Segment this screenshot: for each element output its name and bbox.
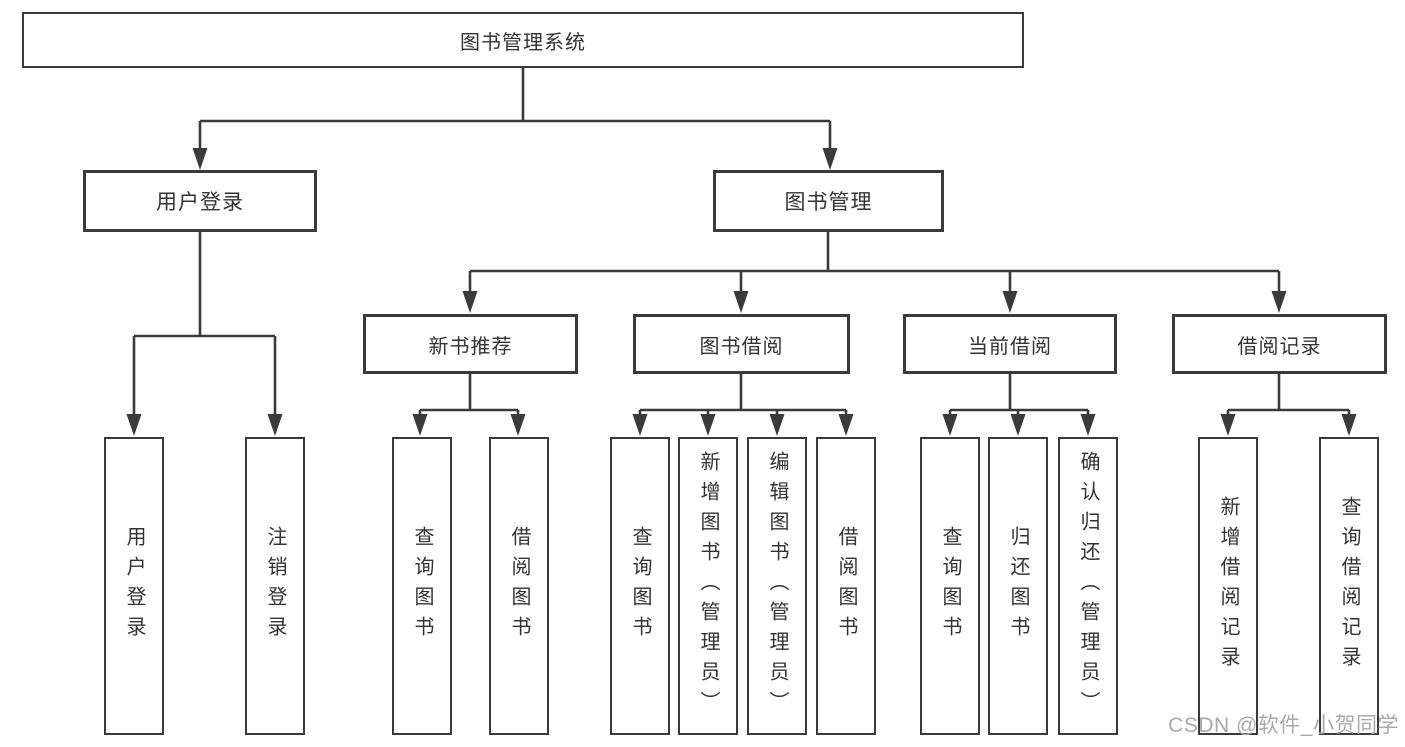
arrowhead	[1010, 414, 1026, 436]
leaf-current-confirm-return-admin: 确认归还（管理员）	[1058, 437, 1118, 735]
connector-new-book	[418, 374, 520, 416]
leaf-label: 归还图书	[1007, 526, 1029, 646]
arrowhead	[838, 414, 854, 436]
leaf-borrow-edit-books-admin: 编辑图书（管理员）	[747, 437, 807, 735]
arrowhead	[1341, 414, 1357, 436]
connector-root	[198, 68, 832, 150]
leaf-label: 新增图书（管理员）	[697, 451, 719, 721]
leaf-user-login: 用户登录	[104, 437, 164, 735]
leaf-current-return-books: 归还图书	[988, 437, 1048, 735]
arrowhead	[733, 291, 749, 313]
leaf-borrow-add-books-admin: 新增图书（管理员）	[678, 437, 738, 735]
leaf-label: 查询图书	[939, 526, 961, 646]
node-book-management: 图书管理	[713, 170, 944, 232]
arrowhead	[700, 414, 716, 436]
node-book-borrow: 图书借阅	[633, 314, 850, 374]
arrowhead	[267, 414, 283, 436]
arrowhead	[126, 414, 142, 436]
leaf-label: 查询图书	[411, 526, 433, 646]
leaf-label: 新增借阅记录	[1217, 496, 1239, 676]
leaf-borrow-borrow-books: 借阅图书	[816, 437, 876, 735]
csdn-watermark: CSDN @软件_小贺同学	[1168, 714, 1399, 737]
leaf-current-query-books: 查询图书	[920, 437, 980, 735]
node-current-borrow: 当前借阅	[903, 314, 1117, 374]
node-library-system: 图书管理系统	[22, 12, 1024, 68]
arrowhead	[462, 291, 478, 313]
arrowhead	[1271, 291, 1287, 313]
leaf-label: 确认归还（管理员）	[1077, 451, 1099, 721]
arrowhead	[510, 414, 526, 436]
arrowhead	[769, 414, 785, 436]
connector-current-borrow	[948, 374, 1090, 416]
leaf-borrow-query-books: 查询图书	[610, 437, 670, 735]
leaf-recommend-query-books: 查询图书	[392, 437, 452, 735]
leaf-label: 借阅图书	[508, 526, 530, 646]
node-borrow-records: 借阅记录	[1172, 314, 1387, 374]
leaf-label: 注销登录	[264, 526, 286, 646]
connector-book-borrow	[638, 374, 848, 416]
leaf-records-add-record: 新增借阅记录	[1198, 437, 1258, 735]
connector-book-management	[468, 232, 1281, 293]
arrowhead	[822, 148, 838, 170]
leaf-recommend-borrow-books: 借阅图书	[489, 437, 549, 735]
leaf-records-query-record: 查询借阅记录	[1319, 437, 1379, 735]
node-new-book-recommend: 新书推荐	[363, 314, 578, 374]
connector-borrow-records	[1226, 374, 1351, 416]
leaf-label: 查询图书	[629, 526, 651, 646]
arrowhead	[1220, 414, 1236, 436]
arrowhead	[1002, 291, 1018, 313]
leaf-label: 借阅图书	[835, 526, 857, 646]
arrowhead	[412, 414, 428, 436]
arrowhead	[632, 414, 648, 436]
leaf-logout: 注销登录	[245, 437, 305, 735]
node-user-login: 用户登录	[83, 170, 317, 232]
leaf-label: 编辑图书（管理员）	[766, 451, 788, 721]
connector-user-login	[132, 232, 277, 416]
arrowhead	[192, 148, 208, 170]
leaf-label: 用户登录	[123, 526, 145, 646]
arrowhead	[1080, 414, 1096, 436]
arrowhead	[942, 414, 958, 436]
leaf-label: 查询借阅记录	[1338, 496, 1360, 676]
